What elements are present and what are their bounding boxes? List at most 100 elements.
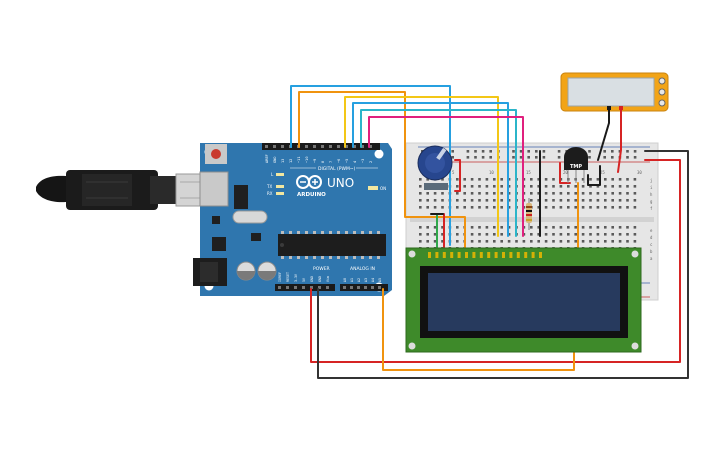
breadboard-hole[interactable] (507, 192, 511, 195)
lcd-pin[interactable] (479, 252, 483, 258)
breadboard-hole[interactable] (441, 192, 444, 195)
breadboard-hole[interactable] (485, 192, 489, 195)
breadboard-hole[interactable] (485, 199, 489, 202)
multimeter[interactable] (560, 72, 669, 112)
breadboard-hole[interactable] (626, 240, 629, 243)
breadboard-hole[interactable] (611, 192, 614, 195)
lcd-pin[interactable] (531, 252, 535, 258)
breadboard-hole[interactable] (419, 240, 422, 243)
breadboard-hole[interactable] (493, 192, 496, 195)
breadboard-hole[interactable] (441, 206, 444, 209)
lcd-pin[interactable] (494, 252, 498, 258)
breadboard-hole[interactable] (426, 226, 429, 229)
breadboard-hole[interactable] (426, 206, 429, 209)
breadboard-hole[interactable] (574, 226, 577, 229)
breadboard-hole[interactable] (588, 156, 591, 159)
breadboard-hole[interactable] (626, 206, 629, 209)
wire-pink-d2[interactable] (368, 116, 524, 237)
breadboard-hole[interactable] (559, 233, 563, 236)
breadboard-hole[interactable] (489, 156, 492, 159)
breadboard-hole[interactable] (552, 192, 555, 195)
breadboard-hole[interactable] (544, 185, 548, 188)
breadboard-hole[interactable] (544, 199, 548, 202)
breadboard-hole[interactable] (530, 185, 533, 188)
lcd-pin[interactable] (472, 252, 476, 258)
wire-cyan-d3[interactable] (360, 109, 517, 237)
breadboard-hole[interactable] (478, 178, 481, 181)
breadboard-hole[interactable] (574, 206, 577, 209)
breadboard-hole[interactable] (426, 199, 429, 202)
breadboard-hole[interactable] (626, 233, 629, 236)
breadboard-hole[interactable] (552, 233, 555, 236)
breadboard-hole[interactable] (588, 150, 591, 153)
breadboard-hole[interactable] (618, 185, 622, 188)
breadboard-hole[interactable] (485, 226, 489, 229)
breadboard-hole[interactable] (567, 233, 570, 236)
breadboard-hole[interactable] (500, 226, 503, 229)
breadboard-hole[interactable] (618, 199, 622, 202)
breadboard-hole[interactable] (611, 178, 614, 181)
breadboard-hole[interactable] (527, 150, 530, 153)
breadboard-hole[interactable] (470, 178, 474, 181)
breadboard-hole[interactable] (552, 178, 555, 181)
lcd-pin[interactable] (509, 252, 513, 258)
breadboard-hole[interactable] (530, 192, 533, 195)
breadboard-hole[interactable] (604, 226, 607, 229)
breadboard-hole[interactable] (493, 233, 496, 236)
lcd-pin[interactable] (450, 252, 454, 258)
breadboard-hole[interactable] (559, 240, 563, 243)
breadboard-hole[interactable] (456, 192, 459, 195)
breadboard-hole[interactable] (618, 206, 622, 209)
breadboard-hole[interactable] (478, 233, 481, 236)
breadboard-hole[interactable] (596, 192, 600, 195)
breadboard-hole[interactable] (604, 178, 607, 181)
breadboard-hole[interactable] (589, 240, 592, 243)
breadboard-hole[interactable] (604, 240, 607, 243)
breadboard-hole[interactable] (633, 178, 637, 181)
breadboard-hole[interactable] (419, 226, 422, 229)
breadboard-hole[interactable] (456, 178, 459, 181)
breadboard-hole[interactable] (611, 150, 614, 153)
breadboard-hole[interactable] (474, 156, 477, 159)
breadboard-hole[interactable] (559, 199, 563, 202)
breadboard-hole[interactable] (589, 226, 592, 229)
breadboard-hole[interactable] (530, 233, 533, 236)
breadboard-hole[interactable] (626, 226, 629, 229)
breadboard-hole[interactable] (493, 199, 496, 202)
breadboard-hole[interactable] (603, 150, 606, 153)
breadboard-hole[interactable] (500, 206, 503, 209)
wire-orange-d11[interactable] (298, 91, 466, 249)
breadboard-hole[interactable] (633, 240, 637, 243)
breadboard-hole[interactable] (530, 240, 533, 243)
breadboard-hole[interactable] (618, 226, 622, 229)
wire-red-5v[interactable] (310, 159, 681, 363)
breadboard-hole[interactable] (633, 185, 637, 188)
breadboard-hole[interactable] (559, 206, 563, 209)
breadboard-hole[interactable] (456, 226, 459, 229)
breadboard-hole[interactable] (559, 192, 563, 195)
breadboard-hole[interactable] (581, 226, 585, 229)
breadboard-hole[interactable] (426, 178, 429, 181)
breadboard-hole[interactable] (567, 226, 570, 229)
breadboard-hole[interactable] (419, 206, 422, 209)
breadboard-hole[interactable] (589, 185, 592, 188)
probe-terminal[interactable] (658, 77, 666, 85)
probe-red[interactable] (617, 108, 622, 173)
breadboard-hole[interactable] (544, 178, 548, 181)
arduino-uno-board[interactable]: L TX RX ON ARDUINO UNO (193, 143, 392, 296)
breadboard-hole[interactable] (485, 178, 489, 181)
breadboard-hole[interactable] (433, 233, 437, 236)
breadboard-hole[interactable] (512, 156, 515, 159)
breadboard-hole[interactable] (574, 240, 577, 243)
breadboard-hole[interactable] (500, 240, 503, 243)
breadboard-hole[interactable] (507, 206, 511, 209)
breadboard-hole[interactable] (441, 178, 444, 181)
breadboard-hole[interactable] (567, 199, 570, 202)
breadboard-hole[interactable] (489, 150, 492, 153)
breadboard-hole[interactable] (581, 178, 585, 181)
breadboard-hole[interactable] (537, 226, 540, 229)
lcd-pin[interactable] (428, 252, 431, 258)
breadboard-hole[interactable] (419, 178, 422, 181)
breadboard-hole[interactable] (478, 240, 481, 243)
